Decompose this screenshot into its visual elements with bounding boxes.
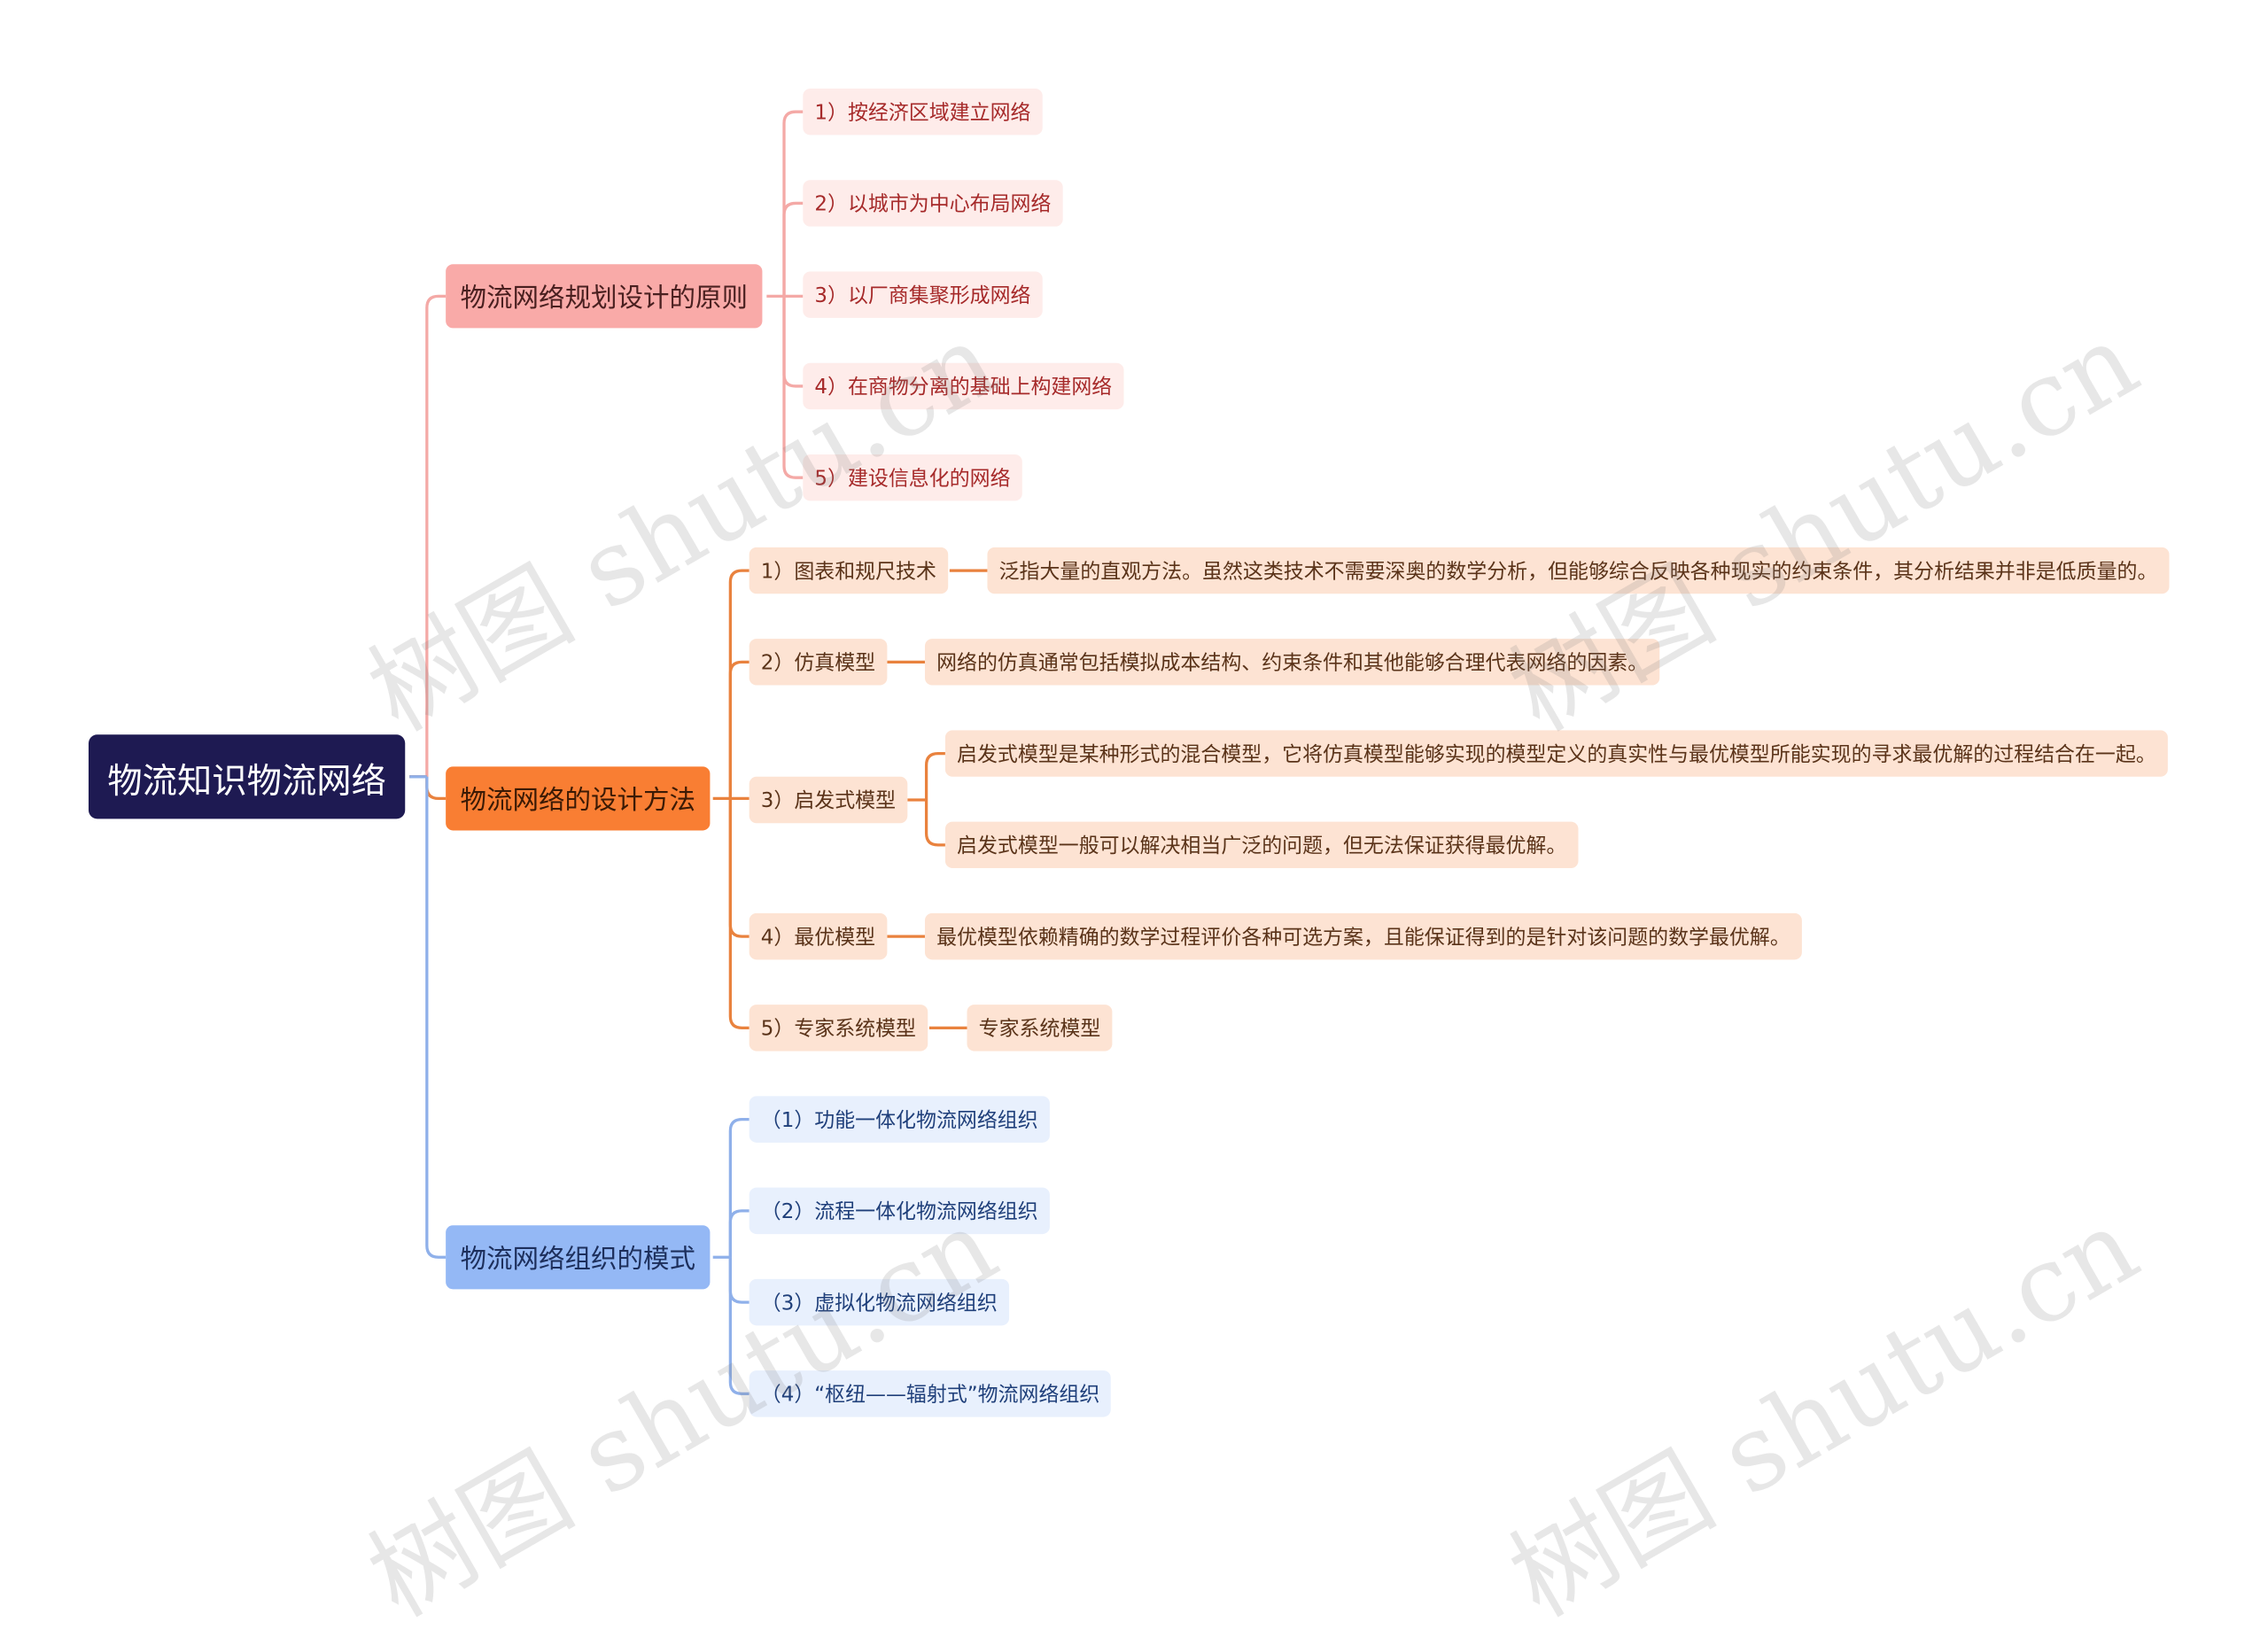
root-topic[interactable]: 物流知识物流网络	[88, 734, 406, 819]
item-label: 3）以厂商集聚形成网络	[814, 284, 1031, 308]
connector-line	[924, 800, 945, 847]
branch-label: 物流网络组织的模式	[460, 1244, 696, 1275]
mode-item[interactable]: （3）虚拟化物流网络组织	[749, 1278, 1009, 1326]
connector-line	[924, 751, 945, 801]
item-label: 5）专家系统模型	[760, 1017, 917, 1042]
method-item[interactable]: 4）最优模型	[749, 912, 888, 960]
branch-label: 物流网络的设计方法	[460, 785, 696, 817]
connector-line	[728, 1209, 750, 1258]
connector-line	[728, 1117, 750, 1258]
item-label: 4）在商物分离的基础上构建网络	[814, 376, 1113, 400]
mode-item[interactable]: （2）流程一体化物流网络组织	[749, 1187, 1050, 1235]
item-label: 5）建设信息化的网络	[814, 467, 1011, 491]
connector-line	[728, 569, 750, 799]
connector-line	[728, 798, 750, 1029]
connector-line	[425, 294, 447, 777]
mind-map: 物流知识物流网络 物流网络规划设计的原则 1）按经济区域建立网络 2）以城市为中…	[88, 88, 2170, 1640]
detail-text: 网络的仿真通常包括模拟成本结构、约束条件和其他能够合理代表网络的因素。	[936, 651, 1649, 676]
connector-line	[782, 201, 804, 297]
principle-item[interactable]: 1）按经济区域建立网络	[803, 88, 1043, 136]
branch-planning-principles[interactable]: 物流网络规划设计的原则	[446, 264, 763, 329]
detail-text: 泛指大量的直观方法。虽然这类技术不需要深奥的数学分析，但能够综合反映各种现实的约…	[998, 560, 2158, 584]
connector-line	[782, 296, 804, 479]
method-detail[interactable]: 专家系统模型	[967, 1005, 1113, 1051]
branch-design-methods[interactable]: 物流网络的设计方法	[446, 766, 711, 831]
item-label: 1）图表和规尺技术	[760, 560, 936, 584]
item-label: （4）“枢纽——辐射式”物流网络组织	[760, 1383, 1100, 1408]
connector-lines	[409, 110, 988, 1395]
connector-line	[782, 110, 804, 297]
branch-label: 物流网络规划设计的原则	[460, 283, 749, 314]
connector-line	[728, 798, 750, 938]
item-label: 3）启发式模型	[760, 789, 897, 813]
item-label: （2）流程一体化物流网络组织	[760, 1200, 1038, 1224]
method-detail[interactable]: 启发式模型是某种形式的混合模型，它将仿真模型能够实现的模型定义的真实性与最优模型…	[944, 730, 2168, 777]
principle-item[interactable]: 3）以厂商集聚形成网络	[803, 271, 1043, 318]
method-item[interactable]: 2）仿真模型	[749, 639, 888, 686]
item-label: 2）仿真模型	[760, 651, 876, 676]
item-label: （1）功能一体化物流网络组织	[760, 1109, 1038, 1133]
detail-text: 最优模型依赖精确的数学过程评价各种可选方案，且能保证得到的是针对该问题的数学最优…	[936, 926, 1790, 950]
connector-line	[425, 776, 447, 801]
detail-text: 启发式模型一般可以解决相当广泛的问题，但无法保证获得最优解。	[957, 834, 1567, 858]
method-item[interactable]: 5）专家系统模型	[749, 1005, 928, 1051]
mode-item[interactable]: （4）“枢纽——辐射式”物流网络组织	[749, 1370, 1112, 1417]
item-label: （3）虚拟化物流网络组织	[760, 1292, 998, 1315]
principle-item[interactable]: 4）在商物分离的基础上构建网络	[803, 362, 1124, 410]
detail-text: 启发式模型是某种形式的混合模型，它将仿真模型能够实现的模型定义的真实性与最优模型…	[957, 743, 2156, 767]
root-topic-label: 物流知识物流网络	[107, 759, 386, 801]
method-detail[interactable]: 最优模型依赖精确的数学过程评价各种可选方案，且能保证得到的是针对该问题的数学最优…	[924, 912, 1802, 960]
branch-organization-modes[interactable]: 物流网络组织的模式	[446, 1225, 711, 1290]
connector-line	[728, 1257, 750, 1395]
method-detail[interactable]: 网络的仿真通常包括模拟成本结构、约束条件和其他能够合理代表网络的因素。	[924, 639, 1660, 686]
method-item[interactable]: 3）启发式模型	[749, 776, 908, 824]
method-detail[interactable]: 启发式模型一般可以解决相当广泛的问题，但无法保证获得最优解。	[944, 821, 1579, 869]
mode-item[interactable]: （1）功能一体化物流网络组织	[749, 1096, 1050, 1143]
connector-line	[425, 776, 447, 1259]
detail-text: 专家系统模型	[978, 1017, 1101, 1042]
connector-line	[782, 296, 804, 388]
item-label: 2）以城市为中心布局网络	[814, 192, 1052, 217]
item-label: 1）按经济区域建立网络	[814, 101, 1031, 125]
method-detail[interactable]: 泛指大量的直观方法。虽然这类技术不需要深奥的数学分析，但能够综合反映各种现实的约…	[987, 547, 2170, 594]
principle-item[interactable]: 2）以城市为中心布局网络	[803, 180, 1063, 227]
connector-line	[728, 1257, 750, 1304]
connector-line	[728, 660, 750, 799]
principle-item[interactable]: 5）建设信息化的网络	[803, 454, 1022, 501]
item-label: 4）最优模型	[760, 926, 876, 950]
method-item[interactable]: 1）图表和规尺技术	[749, 547, 949, 594]
